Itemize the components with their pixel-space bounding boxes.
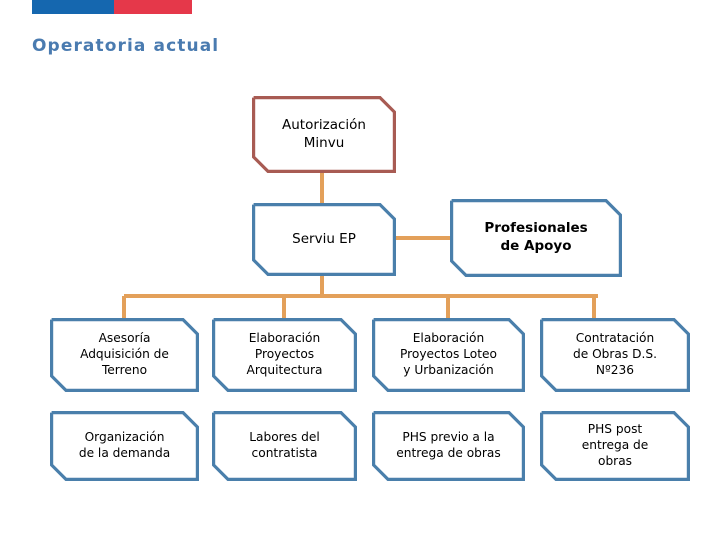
chile-flag-bar: [32, 0, 192, 14]
connector-serviu-trunk-down: [320, 276, 324, 298]
node-autorizacion-minvu[interactable]: Autorización Minvu: [252, 96, 396, 173]
connector-drop-col-1: [122, 296, 126, 320]
node-label: Asesoría Adquisición de Terreno: [80, 331, 169, 377]
node-label: PHS post entrega de obras: [581, 422, 649, 468]
flag-blue-stripe: [32, 0, 114, 14]
node-profesionales-de-apoyo[interactable]: Profesionales de Apoyo: [450, 199, 622, 277]
node-frame: [540, 411, 690, 481]
node-labores-del-contratista[interactable]: Labores del contratista: [212, 411, 357, 481]
node-label: PHS previo a la entrega de obras: [396, 430, 501, 460]
node-frame: [372, 318, 525, 392]
connector-serviu-to-apoyo: [396, 236, 450, 240]
node-elaboracion-proyectos-loteo-y-urbanizacion[interactable]: Elaboración Proyectos Loteo y Urbanizaci…: [372, 318, 525, 392]
node-label: Elaboración Proyectos Arquitectura: [246, 331, 323, 377]
node-label: Profesionales de Apoyo: [484, 220, 588, 254]
node-serviu-ep[interactable]: Serviu EP: [252, 203, 396, 276]
node-label: Serviu EP: [292, 230, 356, 247]
connector-distribution-bus: [124, 294, 598, 298]
node-phs-previo-a-la-entrega-de-obras[interactable]: PHS previo a la entrega de obras: [372, 411, 525, 481]
node-asesoria-adquisicion-de-terreno[interactable]: Asesoría Adquisición de Terreno: [50, 318, 199, 392]
node-frame: [50, 411, 199, 481]
node-label: Autorización Minvu: [282, 116, 366, 151]
connector-minvu-to-serviu: [320, 173, 324, 203]
node-frame: [212, 318, 357, 392]
node-frame: [540, 318, 690, 392]
node-frame: [252, 203, 396, 276]
connector-drop-col-4: [592, 296, 596, 320]
flag-red-stripe: [114, 0, 192, 14]
node-label: Contratación de Obras D.S. Nº236: [572, 331, 657, 377]
connector-drop-col-3: [446, 296, 450, 320]
node-phs-post-entrega-de-obras[interactable]: PHS post entrega de obras: [540, 411, 690, 481]
node-frame: [50, 318, 199, 392]
connector-drop-col-2: [282, 296, 286, 320]
node-label: Labores del contratista: [249, 430, 320, 460]
node-contratacion-de-obras-ds-n236[interactable]: Contratación de Obras D.S. Nº236: [540, 318, 690, 392]
node-frame: [372, 411, 525, 481]
node-label: Elaboración Proyectos Loteo y Urbanizaci…: [400, 331, 497, 377]
node-frame: [252, 96, 396, 173]
node-frame: [450, 199, 622, 277]
node-elaboracion-proyectos-arquitectura[interactable]: Elaboración Proyectos Arquitectura: [212, 318, 357, 392]
node-organizacion-de-la-demanda[interactable]: Organización de la demanda: [50, 411, 199, 481]
page-title: Operatoria actual: [32, 36, 220, 56]
node-frame: [212, 411, 357, 481]
node-label: Organización de la demanda: [78, 430, 171, 460]
